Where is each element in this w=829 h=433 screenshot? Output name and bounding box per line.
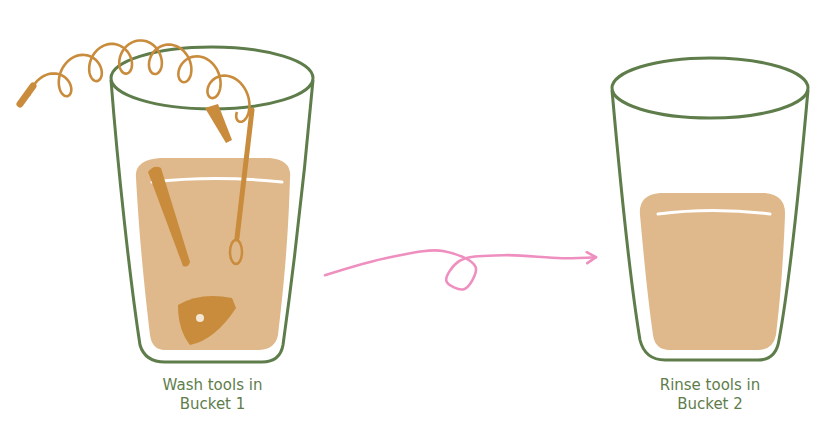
rib-tool xyxy=(205,104,232,143)
caption-wrap: Wash tools in Bucket 1 xyxy=(100,376,325,414)
bucket-illustration xyxy=(100,38,325,376)
bucket-outline xyxy=(612,90,808,360)
water-surface xyxy=(658,211,770,215)
scraper-tool xyxy=(178,296,236,345)
water xyxy=(136,158,290,350)
loop-tool xyxy=(237,110,252,238)
water xyxy=(640,193,785,350)
bucket-outline xyxy=(111,80,313,362)
bucket-illustration xyxy=(600,50,820,376)
caption-wrap: Rinse tools in Bucket 2 xyxy=(600,376,820,414)
bucket-node: Wash tools in Bucket 1 xyxy=(100,38,325,418)
bucket-node: Rinse tools in Bucket 2 xyxy=(600,50,820,418)
loop-tool-end xyxy=(230,240,242,264)
bucket-rim xyxy=(111,47,313,109)
blade-tool xyxy=(148,167,190,267)
water-surface xyxy=(152,179,282,183)
bucket-caption: Wash tools in Bucket 1 xyxy=(161,376,265,414)
scraper-hole xyxy=(196,314,204,322)
flow-arrow xyxy=(325,250,596,289)
bucket-caption: Rinse tools in Bucket 2 xyxy=(658,376,762,414)
coil-handle xyxy=(20,86,33,104)
bucket-rim xyxy=(612,58,808,118)
